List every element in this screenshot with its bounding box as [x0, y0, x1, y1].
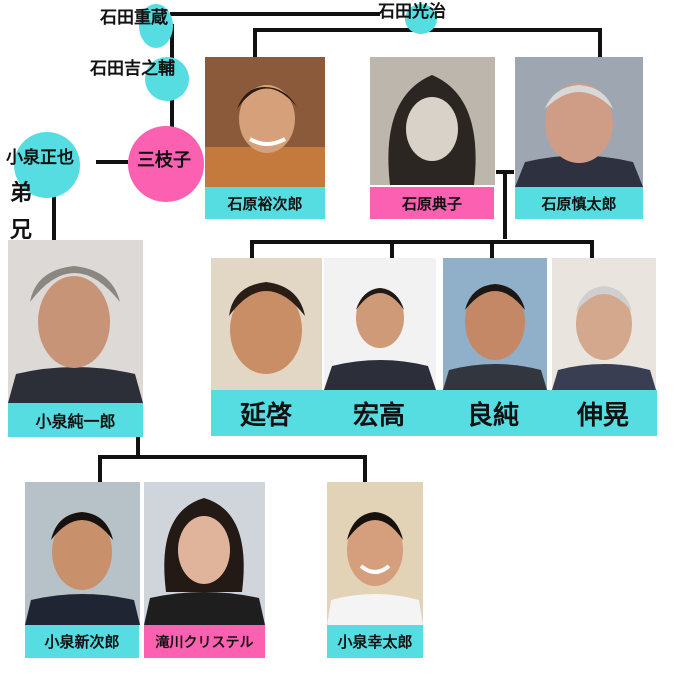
younger-brother-label: 弟: [10, 181, 33, 206]
kotaro-photo: [327, 482, 423, 625]
kichinosuke-circle: [145, 57, 189, 101]
son4-photo: [552, 258, 656, 390]
son2-photo: [324, 258, 436, 390]
shintaro-label: 石原慎太郎: [515, 187, 643, 219]
son3-photo: [443, 258, 547, 390]
son1-label: 延啓: [211, 390, 321, 436]
yujiro-label: 石原裕次郎: [205, 187, 325, 219]
mitsuharu-circle: [405, 4, 437, 34]
kotaro-label: 小泉幸太郎: [327, 625, 423, 658]
ishida-mitsuharu-name: 石田光治: [378, 2, 446, 22]
son2-label: 宏高: [321, 390, 437, 436]
junichiro-label: 小泉純一郎: [8, 403, 143, 437]
ishida-kichinosuke-name: 石田吉之輔: [90, 59, 175, 79]
christel-label: 滝川クリステル: [144, 625, 265, 658]
mieko-circle: [128, 126, 204, 202]
noriko-photo: [370, 57, 495, 185]
shinjiro-photo: [25, 482, 140, 625]
shinjiro-label: 小泉新次郎: [25, 625, 139, 658]
masaya-circle: [14, 132, 80, 198]
koizumi-masaya-name: 小泉正也: [6, 148, 74, 168]
son3-label: 良純: [437, 390, 549, 436]
juzo-circle: [139, 4, 173, 48]
junichiro-photo: [8, 240, 143, 403]
mieko-name: 三枝子: [137, 150, 191, 171]
older-brother-label: 兄: [10, 218, 33, 243]
ishida-juzo-name: 石田重蔵: [100, 8, 168, 28]
shintaro-photo: [515, 57, 643, 187]
christel-photo: [144, 482, 265, 625]
son4-label: 伸晃: [549, 390, 657, 436]
son1-photo: [211, 258, 322, 390]
noriko-label: 石原典子: [370, 187, 494, 219]
yujiro-photo: [205, 57, 325, 187]
